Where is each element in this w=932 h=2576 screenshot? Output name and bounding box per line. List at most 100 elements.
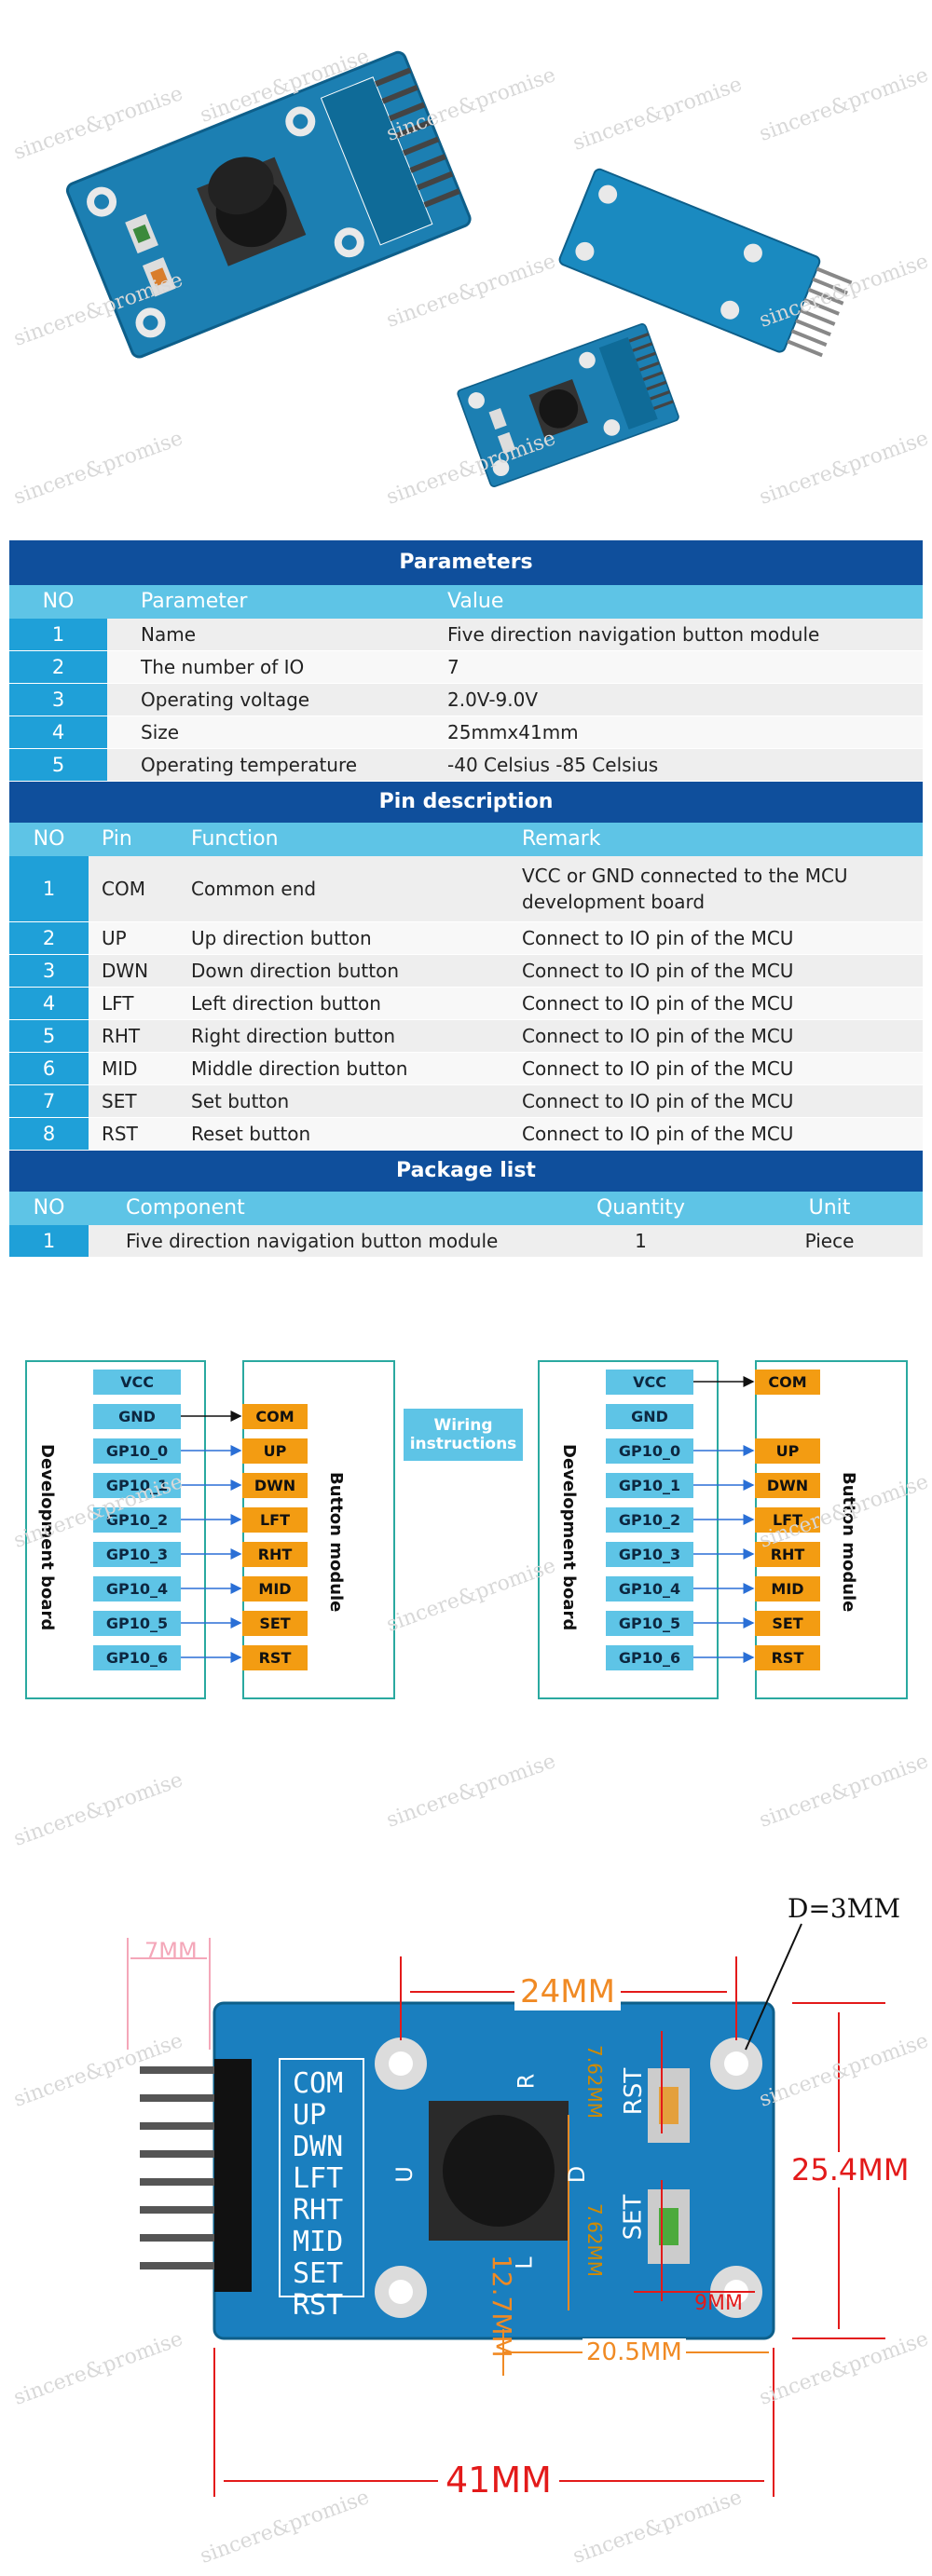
header-no: NO bbox=[33, 827, 65, 851]
dim-12-7mm: 12.7MM bbox=[487, 2255, 517, 2358]
row-pin: LFT bbox=[102, 992, 134, 1015]
row-value: Five direction navigation button module bbox=[447, 623, 820, 646]
table-row: 1 Name Five direction navigation button … bbox=[9, 619, 923, 651]
header-no: NO bbox=[33, 1196, 65, 1220]
parameters-header: NO Parameter Value bbox=[9, 585, 923, 619]
header-remark: Remark bbox=[522, 827, 601, 851]
row-number: 2 bbox=[9, 651, 107, 683]
dev-pin: GP10_6 bbox=[93, 1645, 181, 1670]
header-unit: Unit bbox=[808, 1196, 851, 1220]
row-remark: Connect to IO pin of the MCU bbox=[522, 1025, 794, 1047]
dev-pin: GP10_6 bbox=[606, 1645, 693, 1670]
row-remark: Connect to IO pin of the MCU bbox=[522, 1123, 794, 1145]
mod-pin: UP bbox=[755, 1438, 820, 1464]
row-number: 1 bbox=[9, 1225, 89, 1257]
dim-20-5mm: 20.5MM bbox=[582, 2338, 686, 2366]
board-pin-label: RST bbox=[293, 2289, 344, 2322]
wiring-diagram: Development board Button module VCC GND … bbox=[0, 1342, 932, 1733]
dimension-drawing: COM UP DWN LFT RHT MID SET RST RST SET R… bbox=[0, 1882, 932, 2576]
wiring-instructions-label: Wiring instructions bbox=[404, 1409, 523, 1461]
row-parameter: The number of IO bbox=[141, 656, 305, 678]
watermark: sincere&promise bbox=[10, 1768, 186, 1851]
watermark: sincere&promise bbox=[383, 1750, 559, 1833]
table-row: 1 Five direction navigation button modul… bbox=[9, 1225, 923, 1258]
pin-description-title: Pin description bbox=[9, 782, 923, 823]
table-row: 2 UP Up direction button Connect to IO p… bbox=[9, 922, 923, 955]
dev-pin: GP10_4 bbox=[606, 1576, 693, 1601]
header-value: Value bbox=[447, 590, 504, 613]
row-parameter: Name bbox=[141, 623, 197, 646]
row-function: Middle direction button bbox=[191, 1057, 408, 1080]
mod-pin: COM bbox=[242, 1404, 308, 1429]
row-number: 3 bbox=[9, 684, 107, 716]
mod-pin: RST bbox=[242, 1645, 308, 1670]
row-pin: RST bbox=[102, 1123, 138, 1145]
silk-u: U bbox=[391, 2166, 418, 2183]
dim-9mm: 9MM bbox=[694, 2292, 743, 2315]
mod-pin: DWN bbox=[755, 1473, 820, 1498]
row-parameter: Operating temperature bbox=[141, 754, 358, 776]
dev-pin: GP10_1 bbox=[93, 1473, 181, 1498]
row-number: 6 bbox=[9, 1053, 89, 1084]
dev-pin: VCC bbox=[606, 1370, 693, 1395]
dim-hole: D=3MM bbox=[788, 1893, 901, 1924]
dev-pin: GP10_5 bbox=[606, 1611, 693, 1636]
dev-pin: GP10_2 bbox=[93, 1507, 181, 1533]
table-row: 3 DWN Down direction button Connect to I… bbox=[9, 955, 923, 988]
silk-d: D bbox=[564, 2165, 591, 2184]
package-header: NO Component Quantity Unit bbox=[9, 1192, 923, 1225]
board-pin-label: UP bbox=[293, 2099, 327, 2132]
mod-pin: MID bbox=[242, 1576, 308, 1601]
mod-pin: COM bbox=[755, 1370, 820, 1395]
row-remark: Connect to IO pin of the MCU bbox=[522, 1057, 794, 1080]
dev-pin: GP10_2 bbox=[606, 1507, 693, 1533]
row-number: 7 bbox=[9, 1085, 89, 1117]
row-pin: SET bbox=[102, 1090, 137, 1112]
row-value: 25mmx41mm bbox=[447, 721, 579, 743]
dim-7-62mm-bottom: 7.62MM bbox=[583, 2203, 606, 2278]
board-pin-label: MID bbox=[293, 2226, 344, 2258]
mod-pin: LFT bbox=[242, 1507, 308, 1533]
row-remark: Connect to IO pin of the MCU bbox=[522, 960, 794, 982]
mod-pin: RST bbox=[755, 1645, 820, 1670]
row-number: 5 bbox=[9, 749, 107, 781]
row-number: 8 bbox=[9, 1118, 89, 1150]
module-label: Button module bbox=[839, 1472, 858, 1613]
watermark: sincere&promise bbox=[756, 1750, 932, 1833]
row-parameter: Size bbox=[141, 721, 180, 743]
mod-pin: UP bbox=[242, 1438, 308, 1464]
table-row: 6 MID Middle direction button Connect to… bbox=[9, 1053, 923, 1085]
row-number: 3 bbox=[9, 955, 89, 987]
mod-pin: DWN bbox=[242, 1473, 308, 1498]
row-remark: Connect to IO pin of the MCU bbox=[522, 927, 794, 949]
dev-pin: GP10_3 bbox=[93, 1542, 181, 1567]
dim-41mm: 41MM bbox=[438, 2460, 559, 2501]
row-function: Reset button bbox=[191, 1123, 311, 1145]
row-number: 4 bbox=[9, 988, 89, 1019]
board-pin-label: RHT bbox=[293, 2194, 344, 2227]
row-pin: RHT bbox=[102, 1025, 141, 1047]
row-remark: VCC or GND connected to the MCU developm… bbox=[522, 865, 848, 913]
row-pin: DWN bbox=[102, 960, 149, 982]
row-value: -40 Celsius -85 Celsius bbox=[447, 754, 659, 776]
parameters-table: Parameters NO Parameter Value 1 Name Fiv… bbox=[9, 540, 923, 1258]
table-row: 4 LFT Left direction button Connect to I… bbox=[9, 988, 923, 1020]
module-label: Button module bbox=[326, 1472, 346, 1613]
header-function: Function bbox=[191, 827, 279, 851]
dim-7-62mm-top: 7.62MM bbox=[583, 2045, 606, 2119]
dev-pin: GP10_3 bbox=[606, 1542, 693, 1567]
dev-board-box bbox=[25, 1360, 206, 1699]
row-quantity: 1 bbox=[635, 1230, 647, 1252]
silk-rst: RST bbox=[620, 2067, 649, 2116]
dev-board-label: Development board bbox=[559, 1444, 579, 1631]
header-parameter: Parameter bbox=[141, 590, 248, 613]
silk-set: SET bbox=[619, 2194, 648, 2241]
table-row: 5 RHT Right direction button Connect to … bbox=[9, 1020, 923, 1053]
dim-25-4mm: 25.4MM bbox=[788, 2152, 913, 2188]
row-function: Set button bbox=[191, 1090, 290, 1112]
row-function: Common end bbox=[191, 878, 317, 900]
board-pin-label: DWN bbox=[293, 2131, 344, 2163]
row-pin: MID bbox=[102, 1057, 138, 1080]
row-unit: Piece bbox=[804, 1230, 855, 1252]
header-quantity: Quantity bbox=[596, 1196, 686, 1220]
